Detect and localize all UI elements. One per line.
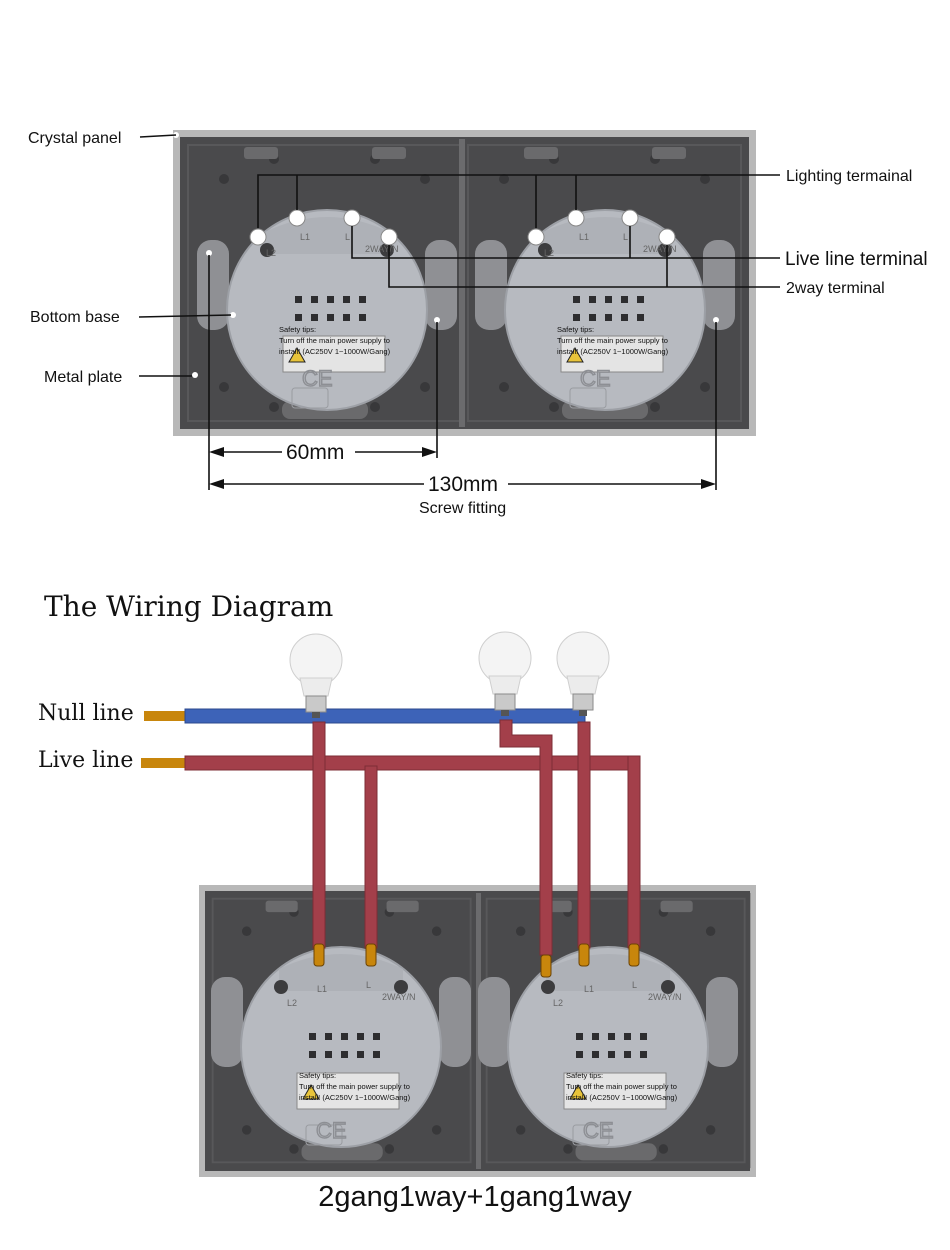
wire-lamp1-to-l1	[312, 721, 326, 949]
callout-metal-plate: Metal plate	[44, 369, 122, 386]
terminal-label-l1: L1	[579, 232, 589, 242]
terminal-label-2way: 2WAY/N	[382, 992, 416, 1002]
safety-line-2: install! (AC250V 1~1000W/Gang)	[279, 347, 391, 356]
terminal-label-l1: L1	[317, 984, 327, 994]
dimension-lines	[208, 255, 717, 490]
terminal-label-l2: L2	[266, 248, 276, 258]
screw-points	[173, 132, 719, 378]
wire-lamp3-to-l1	[577, 721, 591, 949]
live-line-wire	[184, 755, 641, 771]
terminals-right: L2 L1 L 2WAY/N	[527, 209, 677, 258]
safety-label-right: Safety tips: Turn off the main power sup…	[557, 325, 669, 392]
ce-mark: CE	[583, 1118, 614, 1143]
terminal-label-l2: L2	[287, 998, 297, 1008]
safety-line-1: Turn off the main power supply to	[557, 336, 668, 345]
wires	[141, 708, 641, 978]
live-wire-tip	[141, 758, 188, 768]
light-bulb-icon	[289, 633, 343, 718]
safety-title: Safety tips:	[557, 325, 594, 334]
safety-line-2: install! (AC250V 1~1000W/Gang)	[566, 1093, 678, 1102]
dimension-caption: Screw fitting	[419, 500, 506, 517]
light-bulb-icon	[478, 631, 532, 716]
ce-mark: CE	[580, 366, 611, 391]
terminal-label-2way: 2WAY/N	[648, 992, 682, 1002]
safety-line-1: Turn off the main power supply to	[279, 336, 390, 345]
safety-title: Safety tips:	[299, 1071, 336, 1080]
safety-label-left: Safety tips: Turn off the main power sup…	[279, 325, 391, 392]
ce-mark: CE	[316, 1118, 347, 1143]
terminal-label-l: L	[632, 980, 637, 990]
wire-lamp2-to-l2	[499, 719, 553, 956]
top-switch-assembly: L2 L1 L 2WAY/N L2 L1 L 2WAY/N Safety tip…	[173, 130, 756, 436]
terminal-label-l: L	[345, 232, 350, 242]
dimension-60mm: 60mm	[286, 441, 344, 464]
safety-line-2: install! (AC250V 1~1000W/Gang)	[557, 347, 669, 356]
null-line-label: Null line	[38, 701, 134, 726]
ce-mark: CE	[302, 366, 333, 391]
null-line-wire	[184, 708, 586, 724]
terminal-label-l2: L2	[553, 998, 563, 1008]
terminal-label-l1: L1	[300, 232, 310, 242]
terminals-left: L2 L1 L 2WAY/N	[249, 209, 399, 258]
terminal-label-l2: L2	[544, 248, 554, 258]
null-wire-tip	[144, 711, 188, 721]
wiring-diagram-title: The Wiring Diagram	[44, 590, 333, 623]
callout-bottom-base: Bottom base	[30, 309, 120, 326]
bottom-switch-assembly: L2 L1 L 2WAY/N L2 L1 L 2WAY/N Safety tip…	[199, 885, 756, 1177]
dimension-130mm: 130mm	[428, 473, 498, 496]
wire-live-to-left-l	[364, 765, 378, 949]
safety-line-1: Turn off the main power supply to	[566, 1082, 677, 1091]
safety-title: Safety tips:	[279, 325, 316, 334]
terminal-label-l1: L1	[584, 984, 594, 994]
terminal-label-2way: 2WAY/N	[365, 244, 399, 254]
safety-title: Safety tips:	[566, 1071, 603, 1080]
wire-live-to-right-l	[627, 755, 641, 949]
safety-line-2: install! (AC250V 1~1000W/Gang)	[299, 1093, 411, 1102]
callout-2way-terminal: 2way terminal	[786, 280, 885, 297]
callout-leaders	[138, 134, 780, 377]
callout-live-line-terminal: Live line terminal	[785, 249, 928, 270]
light-bulb-icon	[556, 631, 610, 716]
live-line-label: Live line	[38, 748, 133, 773]
callout-crystal-panel: Crystal panel	[28, 130, 121, 147]
terminal-label-l: L	[366, 980, 371, 990]
configuration-title: 2gang1way+1gang1way	[318, 1181, 632, 1213]
terminal-label-2way: 2WAY/N	[643, 244, 677, 254]
terminal-label-l: L	[623, 232, 628, 242]
callout-lighting-terminal: Lighting termainal	[786, 168, 912, 185]
safety-line-1: Turn off the main power supply to	[299, 1082, 410, 1091]
